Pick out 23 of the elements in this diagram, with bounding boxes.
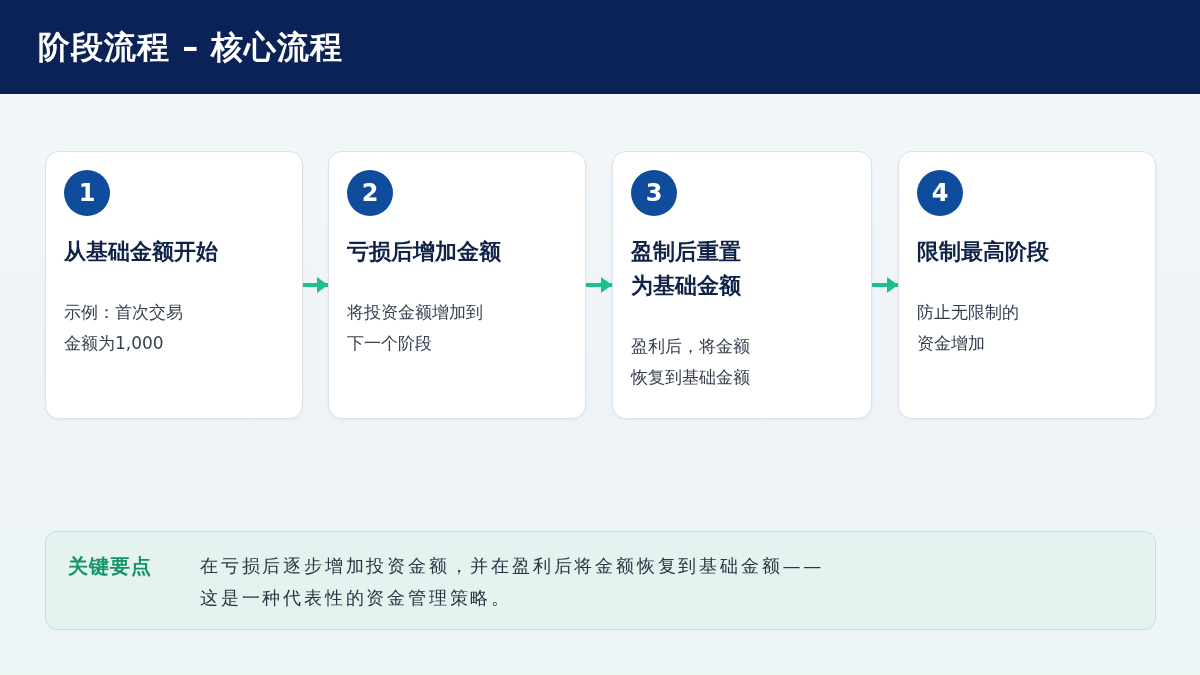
key-point-text: 在亏损后逐步增加投资金额，并在盈利后将金额恢复到基础金额——这是一种代表性的资金管理策略。 — [200, 554, 825, 610]
step-title: 亏损后增加金额 — [347, 238, 501, 266]
step-number: 1 — [64, 170, 110, 216]
step-description: 示例：首次交易金额为1,000 — [64, 301, 184, 355]
step-card — [45, 151, 303, 419]
arrow — [303, 277, 328, 293]
step-title: 从基础金额开始 — [64, 238, 218, 266]
key-point-panel — [45, 531, 1156, 630]
step-number: 3 — [631, 170, 677, 216]
step-description: 将投资金额增加到下一个阶段 — [347, 301, 484, 355]
step-description: 盈利后，将金额恢复到基础金额 — [631, 335, 751, 389]
step-card — [612, 151, 872, 419]
arrow — [872, 277, 898, 293]
arrow — [586, 277, 612, 293]
step-card — [328, 151, 586, 419]
step-card — [898, 151, 1156, 419]
step-title: 盈制后重置为基础金额 — [631, 238, 742, 300]
step-title: 限制最高阶段 — [917, 238, 1049, 266]
key-point-heading: 关键要点 — [68, 553, 152, 580]
step-number: 2 — [347, 170, 393, 216]
page-title: 阶段流程 – 核心流程 — [38, 27, 344, 68]
step-description: 防止无限制的资金增加 — [917, 301, 1020, 355]
step-number: 4 — [917, 170, 963, 216]
